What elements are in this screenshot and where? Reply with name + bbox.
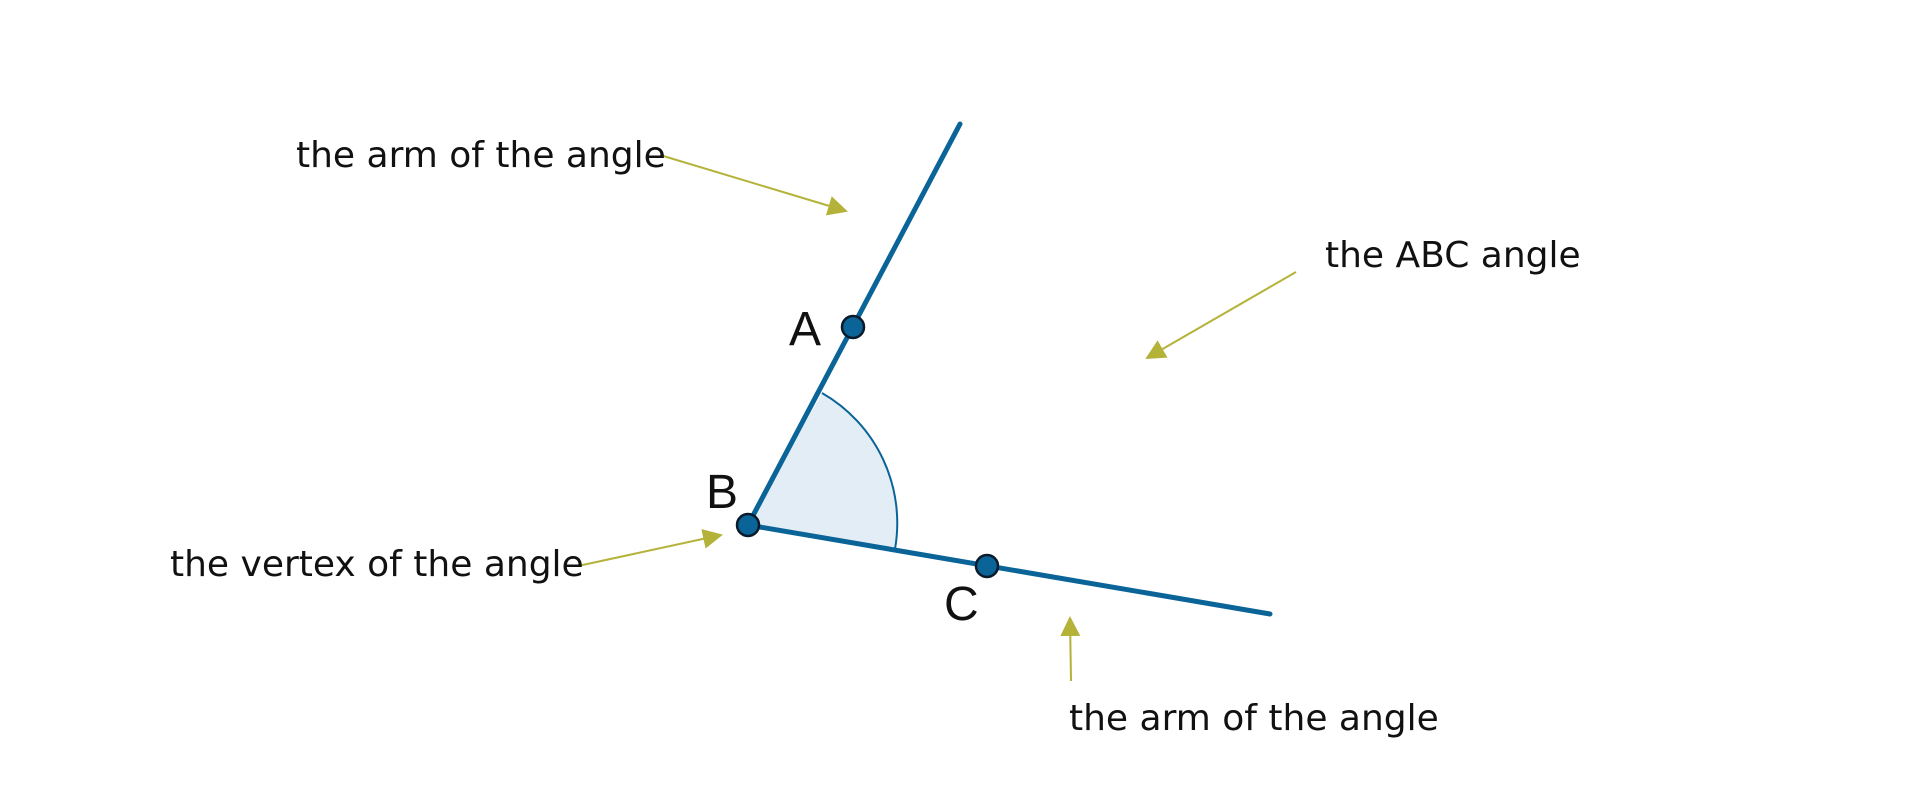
arrow-arm-top [659, 154, 848, 216]
arrow-angle-name [1145, 271, 1297, 359]
point-b [735, 512, 761, 538]
label-b: B [706, 466, 738, 519]
annotation-vertex: the vertex of the angle [170, 544, 584, 585]
point-c [974, 553, 1000, 579]
point-a [840, 314, 866, 340]
annotation-arm-bottom: the arm of the angle [1069, 698, 1439, 739]
arrow-vertex [577, 529, 723, 567]
annotation-angle-name: the ABC angle [1325, 235, 1581, 276]
arm-bc [745, 522, 1273, 617]
angle-arc [821, 392, 899, 550]
label-a: A [789, 303, 821, 356]
angle-sector [748, 393, 898, 549]
annotation-arm-top: the arm of the angle [296, 135, 666, 176]
arrow-arm-bottom [1060, 616, 1081, 682]
label-c: C [944, 578, 979, 631]
